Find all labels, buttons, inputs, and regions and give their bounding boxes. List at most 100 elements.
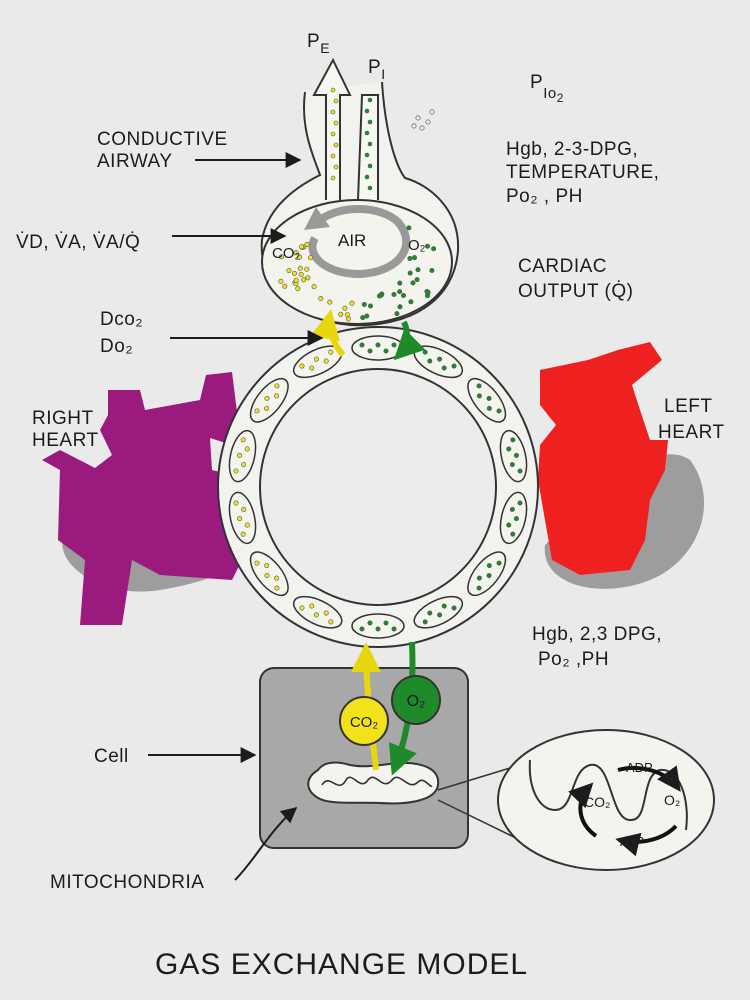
- co2-dot: [323, 358, 329, 364]
- o2-dot: [367, 141, 373, 147]
- o2-dot: [367, 119, 373, 125]
- co2-dot: [240, 531, 246, 537]
- co2-dot: [330, 153, 336, 159]
- co2-dot: [244, 446, 250, 452]
- o2-dot: [394, 311, 400, 317]
- red-blood-cell: [499, 491, 528, 545]
- mitochondria-pointer-arrow: [234, 806, 298, 881]
- o2-dot: [400, 292, 406, 298]
- hgb-bottom-label-line1: Hgb, 2,3 DPG,: [532, 624, 662, 645]
- o2-dot: [367, 620, 373, 626]
- co2-dot: [264, 563, 270, 569]
- svg-text:O₂: O₂: [407, 693, 426, 710]
- pe-label: PE: [307, 31, 330, 56]
- red-blood-cell: [467, 377, 507, 423]
- red-blood-cells: [228, 335, 528, 639]
- co2-dot: [240, 437, 246, 443]
- cardiac-output-label-line2: OUTPUT (Q̇): [518, 281, 633, 302]
- co2-dot: [254, 408, 260, 414]
- ventilation-label: V̇D, V̇A, V̇A/Q̇: [16, 232, 140, 253]
- o2-dot: [379, 291, 385, 297]
- o2-dot: [364, 108, 370, 114]
- o2-dot: [506, 522, 512, 528]
- o2-dot: [408, 299, 414, 305]
- conductive-airway: [260, 57, 460, 327]
- co2-dot: [327, 299, 333, 305]
- do2-label: Do₂: [100, 336, 133, 357]
- right-heart-label-line2: HEART: [32, 430, 99, 451]
- o2-dot: [397, 289, 403, 295]
- co2-dot: [323, 610, 329, 616]
- co2-dot: [274, 393, 280, 399]
- gas-dot: [419, 125, 425, 131]
- left-heart: [538, 342, 705, 589]
- co2-dot: [338, 311, 344, 317]
- alveolus: [261, 199, 453, 325]
- cycle-co2-label: CO₂: [584, 794, 610, 810]
- o2-dot: [367, 303, 373, 309]
- red-blood-cell-body: [249, 377, 289, 423]
- co2-dot: [264, 573, 270, 579]
- o2-dot: [407, 255, 413, 261]
- co2-dot: [311, 284, 317, 290]
- o2-dot: [361, 301, 367, 307]
- co2-dot: [308, 255, 314, 261]
- pio2-label: PIo2: [530, 72, 564, 105]
- co2-dot: [298, 271, 304, 277]
- o2-dot: [367, 185, 373, 191]
- conductive-airway-label-line2: AIRWAY: [97, 151, 173, 172]
- co2-dot: [293, 250, 299, 256]
- o2-dot: [437, 612, 443, 618]
- hgb-top-label-line3: Po₂ , PH: [506, 186, 583, 207]
- o2-dot: [410, 280, 416, 286]
- dco2-label: Dco₂: [100, 309, 143, 330]
- o2-dot: [476, 383, 482, 389]
- co2-dot: [297, 254, 303, 260]
- alveolus-o2-label: O₂: [408, 237, 426, 254]
- co2-dot: [330, 87, 336, 93]
- co2-dot: [328, 349, 334, 355]
- o2-dot: [509, 506, 515, 512]
- o2-dot: [367, 97, 373, 103]
- co2-dot: [274, 585, 280, 591]
- atp-label: ATP: [620, 834, 644, 849]
- co2-dot: [309, 603, 315, 609]
- red-blood-cell-body: [249, 551, 289, 597]
- airway-gas-dots: [278, 87, 437, 322]
- co2-dot: [278, 278, 284, 284]
- capillary-ring: [217, 326, 539, 648]
- o2-dot: [517, 468, 523, 474]
- o2-dot: [367, 348, 373, 354]
- o2-dot: [441, 603, 447, 609]
- o2-dot: [427, 358, 433, 364]
- co2-dot: [342, 305, 348, 311]
- o2-molecule-icon: O₂: [391, 675, 441, 725]
- cardiac-output-label-line1: CARDIAC: [518, 256, 607, 277]
- o2-dot: [517, 500, 523, 506]
- o2-dot: [427, 610, 433, 616]
- red-blood-cell-body: [351, 613, 405, 639]
- o2-dot: [424, 243, 430, 249]
- co2-dot: [244, 522, 250, 528]
- o2-dot: [375, 342, 381, 348]
- o2-dot: [397, 304, 403, 310]
- o2-dot: [422, 619, 428, 625]
- red-blood-cell-body: [351, 335, 405, 361]
- co2-dot: [237, 516, 243, 522]
- o2-dot: [486, 563, 492, 569]
- o2-dot: [359, 342, 365, 348]
- red-blood-cell: [292, 595, 343, 629]
- co2-dot: [344, 312, 350, 318]
- co2-dot: [333, 120, 339, 126]
- o2-dot: [510, 531, 516, 537]
- air-label: AIR: [338, 231, 366, 250]
- left-heart-label-line1: LEFT: [664, 396, 712, 417]
- co2-dot: [295, 286, 301, 292]
- co2-dot: [237, 452, 243, 458]
- co2-dot: [333, 98, 339, 104]
- o2-dot: [415, 267, 421, 273]
- o2-dot: [383, 348, 389, 354]
- cycle-o2-label: O₂: [664, 792, 680, 808]
- co2-dot: [305, 275, 311, 281]
